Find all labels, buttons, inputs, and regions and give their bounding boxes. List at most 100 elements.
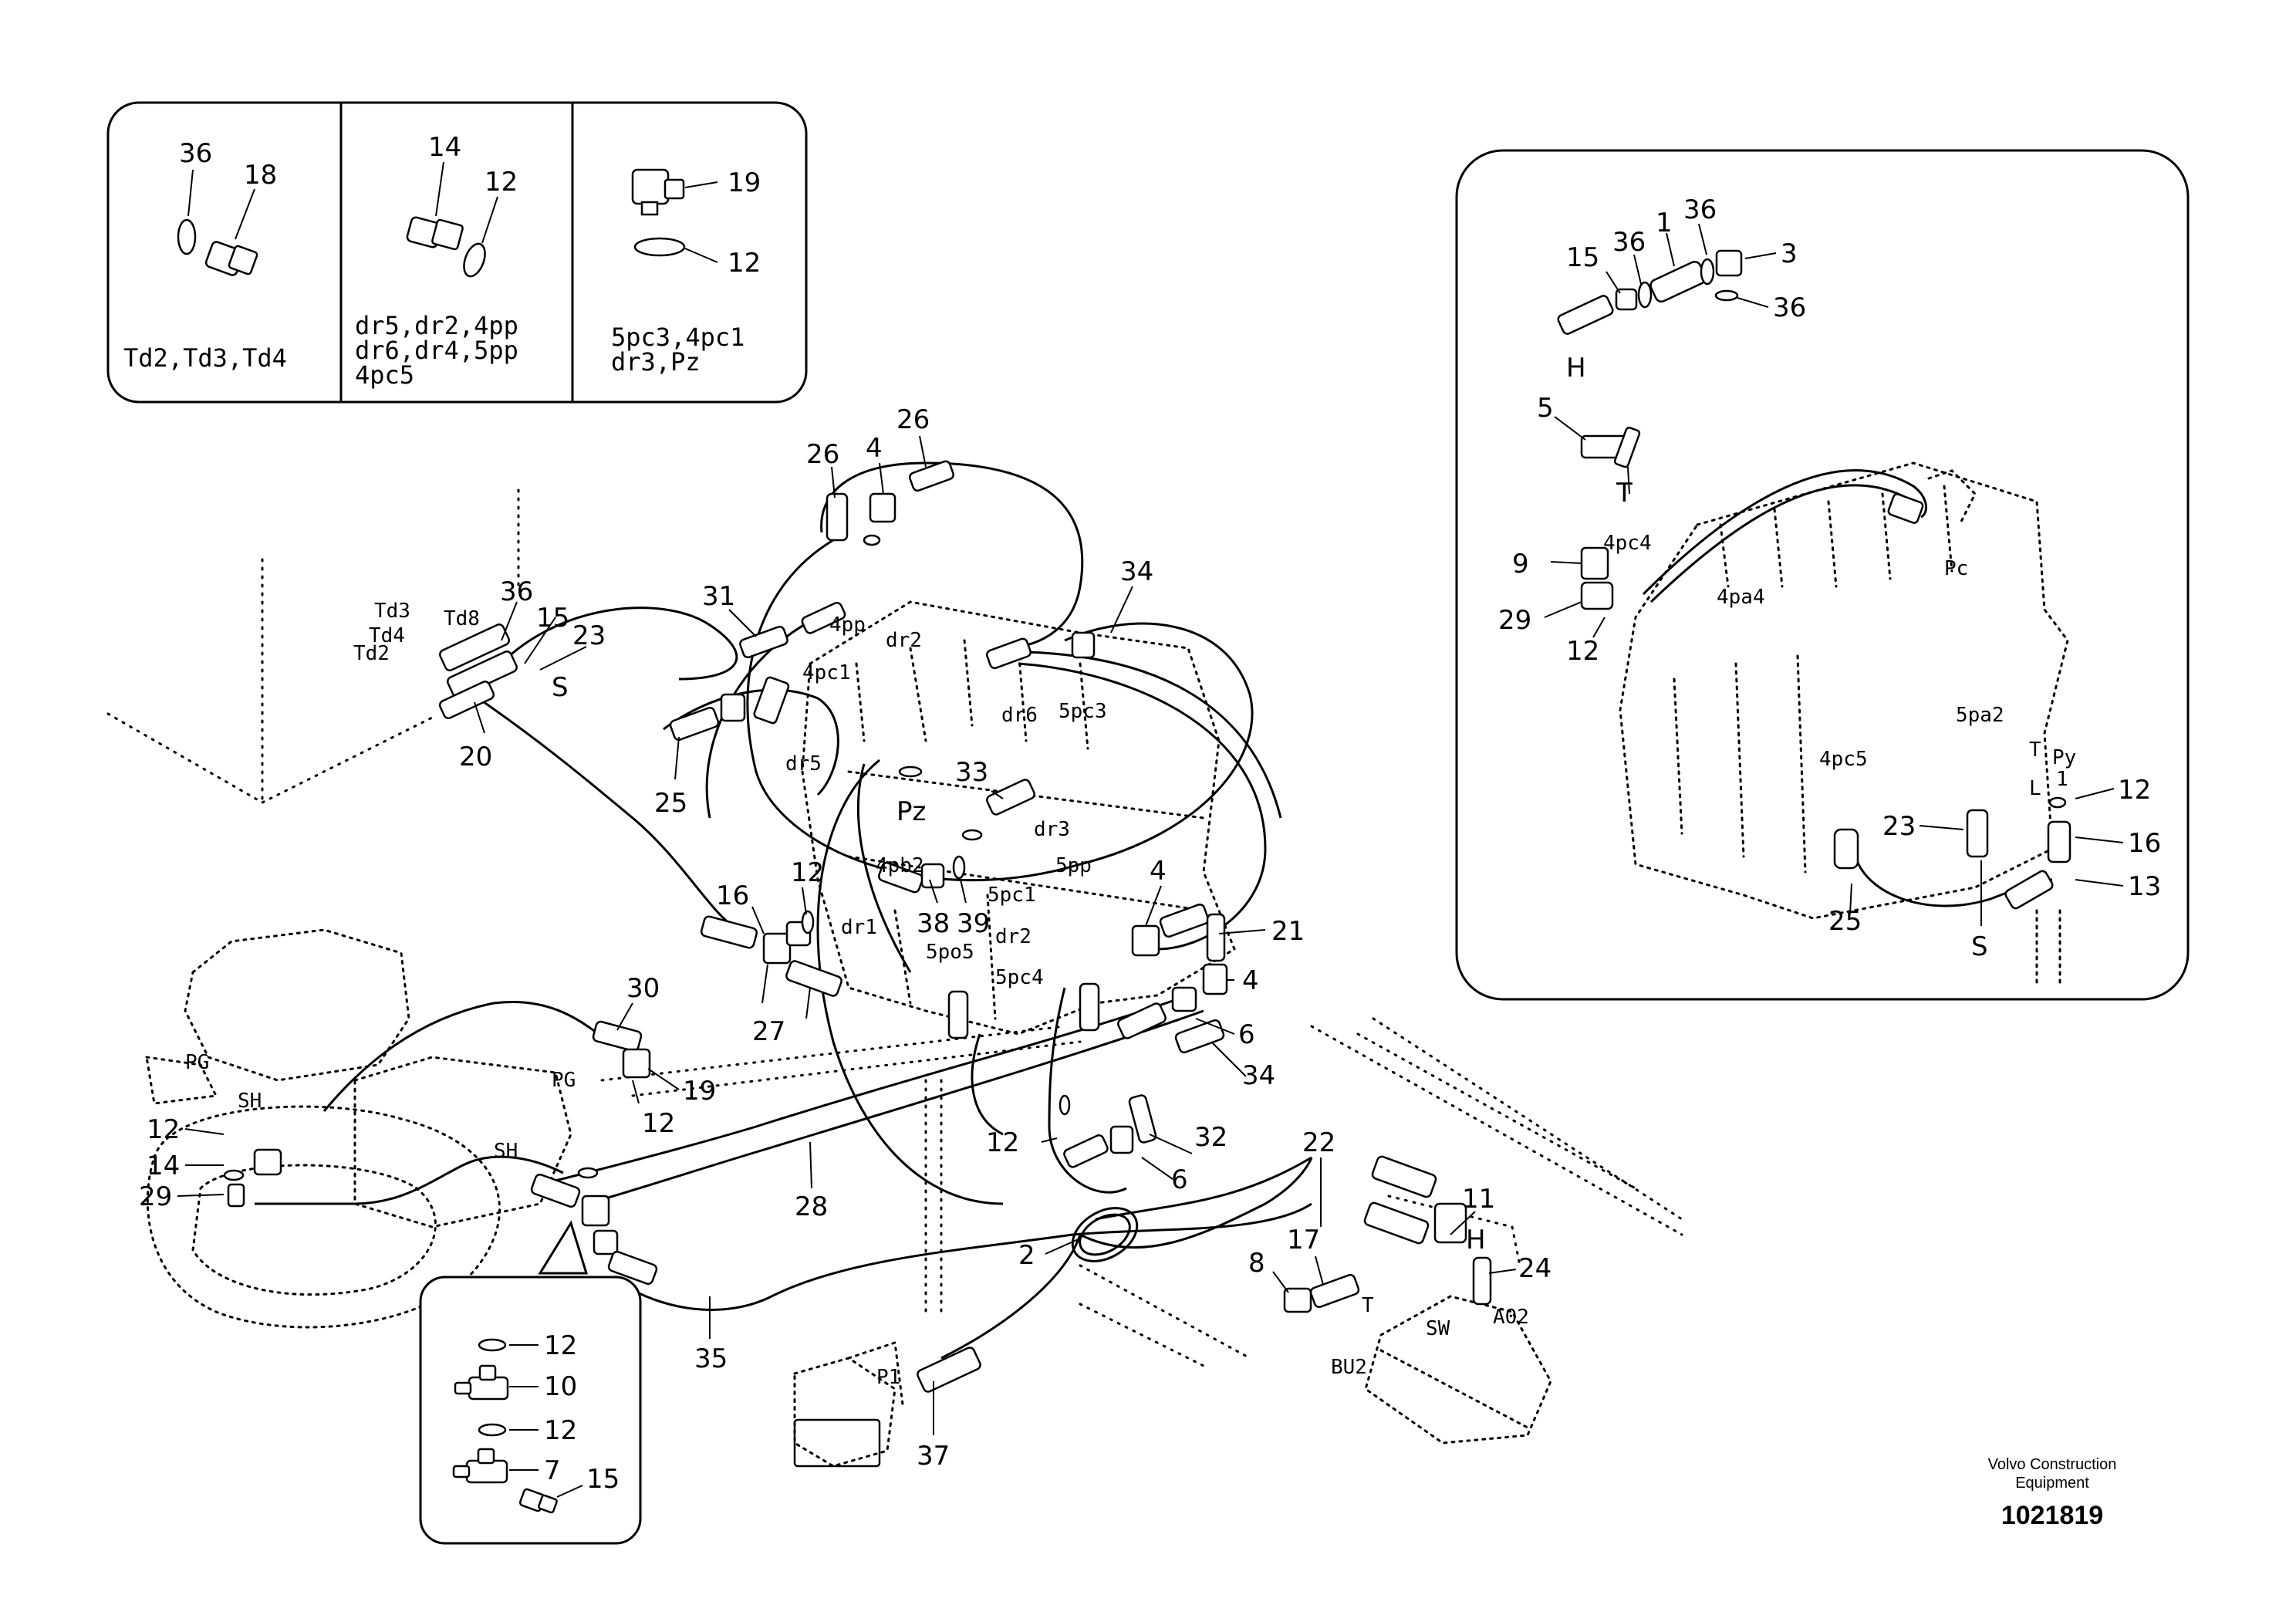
leader-line: [1744, 252, 1777, 259]
leader-line: [1145, 885, 1162, 927]
hose: [1048, 987, 1127, 1194]
port-label-5pc4: 5pc4: [995, 966, 1044, 989]
elbow-fitting: [1283, 1287, 1312, 1313]
leader-line: [647, 1068, 680, 1090]
elbow-fitting: [622, 1048, 651, 1079]
leader-line: [1045, 1238, 1081, 1255]
adapter-fitting: [920, 863, 945, 889]
tee-fitting: [581, 1195, 610, 1227]
port-label-h: H: [1466, 1225, 1486, 1255]
hose-end-fitting: [439, 623, 510, 671]
leader-line: [805, 987, 811, 1019]
panel-1-caption: Td2,Td3,Td4: [123, 343, 287, 373]
hose-end-fitting: [1557, 295, 1614, 335]
hose-end-fitting: [1159, 903, 1210, 938]
callout-14: 14: [428, 132, 461, 163]
leader-line: [674, 736, 680, 780]
leader-line: [809, 1141, 812, 1189]
leader-line: [1919, 825, 1964, 830]
leader-line: [1606, 271, 1621, 294]
leader-line: [501, 601, 518, 641]
hose-end-fitting: [826, 492, 849, 542]
leader-line: [1849, 883, 1852, 915]
callout-16: 16: [2128, 828, 2161, 859]
callout-26: 26: [806, 439, 839, 470]
hose: [478, 697, 734, 928]
panel-2-caption-line-1: dr5,dr2,4pp: [355, 311, 518, 340]
plug-fitting-icon: [204, 241, 258, 276]
leader-line: [1149, 1134, 1193, 1154]
hose: [255, 1155, 564, 1205]
o-ring-icon: [633, 237, 686, 257]
callout-18: 18: [244, 160, 277, 191]
callout-30: 30: [626, 973, 660, 1004]
callout-19: 19: [728, 167, 761, 198]
port-label-l: L: [2029, 777, 2041, 800]
leader-line: [2075, 879, 2124, 887]
hose-end-fitting: [1079, 982, 1100, 1032]
callout-11: 11: [1462, 1184, 1495, 1215]
brand-line-2: Equipment: [2015, 1475, 2089, 1492]
hose-end-fitting: [1371, 1155, 1437, 1198]
valve-section-outline: [1673, 654, 1807, 874]
port-label-a02: A02: [1493, 1306, 1529, 1329]
callout-21: 21: [1271, 916, 1305, 947]
callout-31: 31: [702, 581, 735, 612]
leader-line: [474, 701, 485, 734]
o-ring-icon: [577, 1167, 599, 1179]
leader-line: [1550, 561, 1582, 564]
callout-12: 12: [147, 1114, 180, 1145]
hose: [1642, 469, 1928, 596]
callout-26: 26: [896, 404, 930, 435]
port-label-t: T: [1616, 478, 1633, 509]
leader-line: [1272, 1271, 1289, 1293]
leader-line: [1488, 1269, 1517, 1274]
callout-32: 32: [1194, 1122, 1227, 1153]
port-label-bu2: BU2: [1331, 1356, 1367, 1379]
reference-line: [1079, 1195, 1521, 1367]
hose-end-fitting: [985, 637, 1032, 670]
leader-line: [539, 646, 587, 671]
port-label-1: 1: [2056, 768, 2068, 791]
callout-15: 15: [586, 1464, 620, 1495]
panel-3-caption-line-2: dr3,Pz: [611, 347, 701, 377]
port-label-dr2: dr2: [995, 925, 1032, 948]
leader-line: [1698, 223, 1707, 255]
callout-12: 12: [791, 857, 824, 888]
leader-line: [1737, 297, 1769, 308]
leader-line: [1627, 466, 1630, 495]
leader-line: [435, 161, 444, 217]
adapter-fitting: [720, 693, 746, 722]
tee-fitting: [1109, 1125, 1134, 1154]
leader-line: [1141, 1157, 1173, 1180]
hose: [857, 763, 912, 973]
leader-line: [1110, 586, 1133, 634]
reference-line: [600, 1025, 1082, 1097]
inset-panels: 36 18 Td2,Td3,Td4 14 12 dr5,dr2,4pp dr6,…: [106, 101, 808, 404]
callout-15: 15: [1566, 242, 1599, 273]
port-label-4pp: 4pp: [829, 613, 866, 637]
reference-line: [1310, 1017, 1683, 1236]
hose-end-fitting: [607, 1250, 658, 1286]
callout-4: 4: [866, 433, 883, 464]
callout-4: 4: [1242, 965, 1259, 996]
leader-line: [1666, 232, 1675, 267]
callout-37: 37: [917, 1441, 950, 1472]
document-id: 1021819: [2001, 1501, 2103, 1530]
tee-fitting: [762, 932, 792, 965]
hose: [322, 1001, 610, 1112]
callout-1: 1: [1656, 208, 1673, 238]
callout-25: 25: [1828, 906, 1862, 937]
panel-2-caption-line-2: dr6,dr4,5pp: [355, 336, 518, 365]
hose-end-fitting: [877, 861, 923, 894]
callout-34: 34: [1120, 556, 1153, 587]
leader-line: [524, 617, 556, 664]
adapter-fitting: [2047, 820, 2071, 863]
leader-line: [1450, 1211, 1476, 1235]
leader-line: [1210, 1041, 1247, 1077]
callout-3: 3: [1781, 238, 1798, 269]
detail-inset-frame: [1455, 149, 2190, 1001]
pump-outline: [184, 928, 410, 1082]
panel-3: 19 12 5pc3,4pc1 dr3,Pz: [611, 167, 761, 377]
elbow-fitting: [753, 676, 790, 725]
